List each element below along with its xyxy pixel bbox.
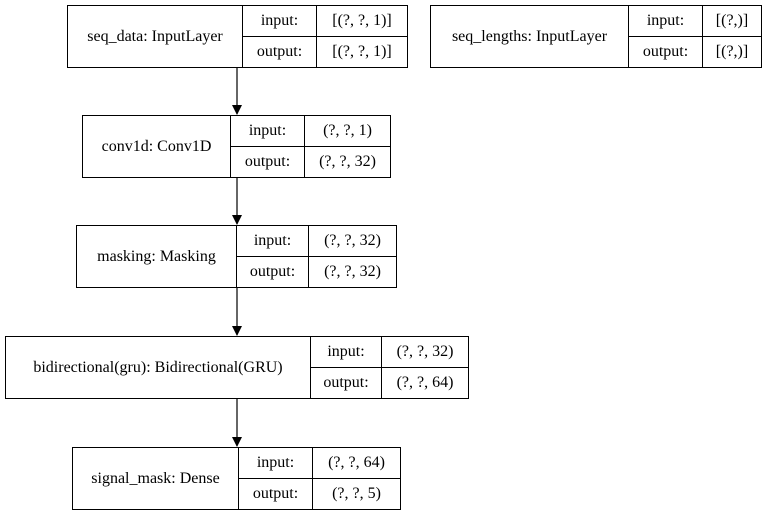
node-masking: masking: Masking input: output: (?, ?, 3…	[76, 225, 397, 288]
output-shape: (?, ?, 5)	[332, 485, 381, 502]
node-seq-lengths: seq_lengths: InputLayer input: output: […	[430, 5, 762, 68]
output-shape: (?, ?, 64)	[396, 374, 454, 391]
input-label: input:	[231, 116, 304, 147]
input-shape: [(?,)]	[703, 6, 761, 37]
node-name: masking: Masking	[77, 226, 237, 287]
input-shape: [(?, ?, 1)]	[317, 6, 407, 37]
input-shape: (?, ?, 1)	[305, 116, 390, 147]
input-shape: (?, ?, 32)	[382, 337, 468, 368]
output-label: output:	[256, 43, 303, 60]
node-bidirectional-gru: bidirectional(gru): Bidirectional(GRU) i…	[5, 336, 469, 399]
node-name: bidirectional(gru): Bidirectional(GRU)	[6, 337, 311, 398]
output-label: output:	[244, 153, 291, 170]
input-label: input:	[243, 6, 316, 37]
output-shape: (?, ?, 32)	[319, 153, 376, 170]
output-label: output:	[249, 263, 296, 280]
output-label: output:	[323, 374, 369, 391]
output-label: output:	[642, 43, 689, 60]
input-label: input:	[237, 226, 308, 257]
node-name: signal_mask: Dense	[73, 448, 239, 509]
node-name: seq_data: InputLayer	[68, 6, 243, 67]
output-shape: [(?,)]	[715, 43, 749, 60]
output-shape: (?, ?, 32)	[324, 263, 381, 280]
node-name: conv1d: Conv1D	[83, 116, 231, 177]
input-label: input:	[311, 337, 381, 368]
input-label: input:	[629, 6, 702, 37]
input-label: input:	[239, 448, 312, 479]
input-shape: (?, ?, 64)	[313, 448, 400, 479]
node-signal-mask: signal_mask: Dense input: output: (?, ?,…	[72, 447, 401, 510]
node-seq-data: seq_data: InputLayer input: output: [(?,…	[67, 5, 408, 68]
output-shape: [(?, ?, 1)]	[332, 43, 392, 60]
input-shape: (?, ?, 32)	[309, 226, 396, 257]
node-name: seq_lengths: InputLayer	[431, 6, 629, 67]
output-label: output:	[252, 485, 299, 502]
node-conv1d: conv1d: Conv1D input: output: (?, ?, 1) …	[82, 115, 391, 178]
